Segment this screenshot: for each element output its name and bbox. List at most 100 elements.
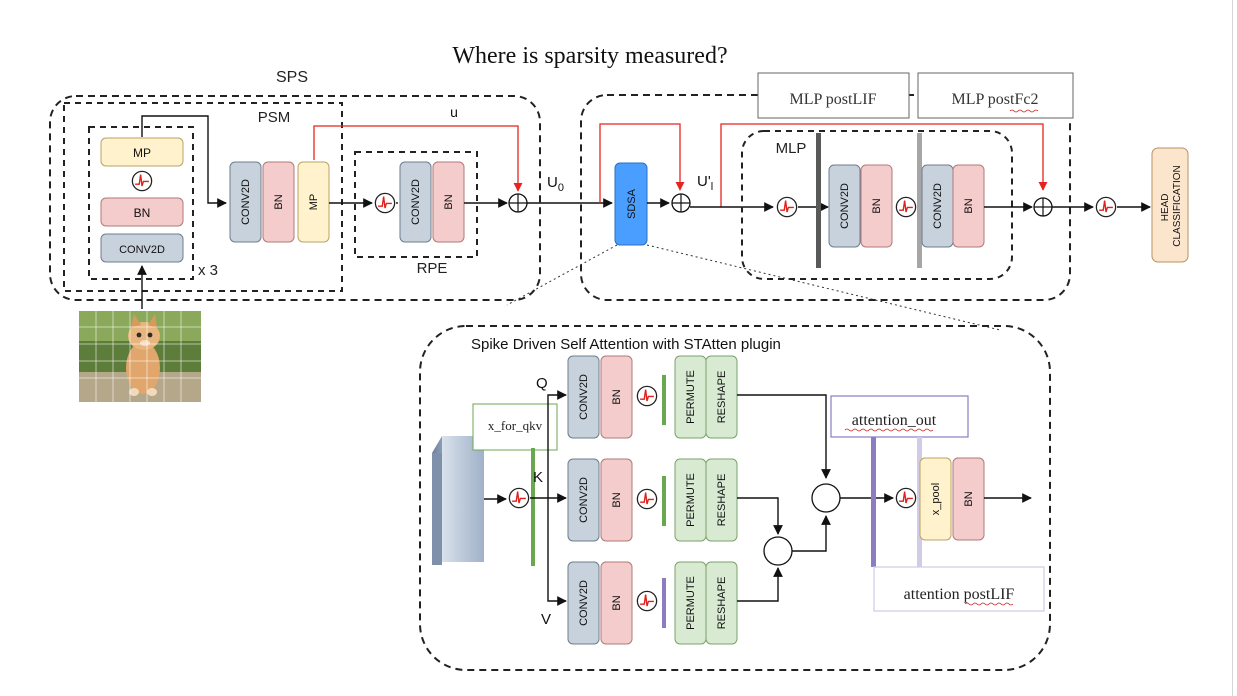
psm-mp-block <box>297 161 330 243</box>
head-lif-icon <box>1095 196 1117 218</box>
q-label: Q <box>536 375 548 392</box>
v-reshape-label: RESHAPE <box>716 577 728 630</box>
rpe-bn-label: BN <box>443 194 455 209</box>
mlp-postfc2-marker <box>917 133 922 268</box>
rpe-label: RPE <box>417 260 448 277</box>
psm-conv-block <box>229 161 262 243</box>
v-label: V <box>541 611 551 628</box>
k-permute-label: PERMUTE <box>685 473 697 527</box>
rpe-bn-block <box>432 161 465 243</box>
mlp-lif-icon-2 <box>895 196 917 218</box>
v-purple-marker <box>662 578 666 628</box>
mlp-bn2-label: BN <box>963 198 975 213</box>
qkv-lif-icon <box>508 487 530 509</box>
mlp-postlif-marker <box>816 133 821 268</box>
q-reshape-label: RESHAPE <box>716 371 728 424</box>
k-green-marker <box>662 476 666 526</box>
mlp-postlif-label: MLP postLIF <box>790 91 877 108</box>
mlp-bn2-block <box>952 164 985 248</box>
sdsa-detail-box <box>419 325 1051 671</box>
q-conv-label: CONV2D <box>578 374 590 420</box>
v-permute-label: PERMUTE <box>685 576 697 630</box>
attention-postlif-label: attention postLIF <box>904 586 1015 603</box>
x-pool-label: x_pool <box>930 483 942 515</box>
x-pool-block <box>919 457 952 541</box>
psm-conv-label: CONV2D <box>240 179 252 225</box>
mlp-postfc2-box <box>917 72 1074 119</box>
mlp-box <box>741 130 1013 280</box>
inner-bn-block <box>100 197 184 227</box>
psm-bn-block <box>262 161 295 243</box>
mlp-bn1-label: BN <box>871 198 883 213</box>
psm-repeat-box <box>88 126 194 280</box>
encoder-add-node-2 <box>1033 197 1053 217</box>
input-tensor <box>432 436 484 565</box>
mlp-conv2-label: CONV2D <box>932 183 944 229</box>
psm-label: PSM <box>258 109 291 126</box>
v-conv-label: CONV2D <box>578 580 590 626</box>
inner-mp-block <box>100 137 184 167</box>
k-reshape-block <box>705 458 738 542</box>
k-conv-block <box>567 458 600 542</box>
head-label: HEAD CLASSIFICATION <box>1160 165 1183 247</box>
inner-bn-label: BN <box>134 206 151 220</box>
v-lif-icon <box>636 590 658 612</box>
mlp-lif-icon-1 <box>776 196 798 218</box>
input-image <box>79 311 201 402</box>
k-conv-label: CONV2D <box>578 477 590 523</box>
q-reshape-block <box>705 355 738 439</box>
encoder-add-node-1 <box>671 193 691 213</box>
sps-add-node <box>508 193 528 213</box>
k-bn-label: BN <box>611 492 623 507</box>
sdsa-block <box>614 162 648 246</box>
attention-postlif-box <box>873 566 1045 612</box>
v-bn-label: BN <box>611 595 623 610</box>
psm-box <box>63 102 343 292</box>
attention-out-box <box>830 395 969 438</box>
v-reshape-block <box>705 561 738 645</box>
inner-conv-block <box>100 233 184 263</box>
sdsa-detail-title: Spike Driven Self Attention with STAtten… <box>471 336 781 353</box>
head-block <box>1151 147 1189 263</box>
attn-lif-icon <box>895 487 917 509</box>
v-bn-block <box>600 561 633 645</box>
psm-bn-label: BN <box>273 194 285 209</box>
rpe-conv-block <box>399 161 432 243</box>
qkv-product-node <box>811 483 841 513</box>
q-bn-block <box>600 355 633 439</box>
ul-label: U'l <box>697 173 713 193</box>
v-conv-block <box>567 561 600 645</box>
sdsa-label: SDSA <box>626 188 638 219</box>
k-reshape-label: RESHAPE <box>716 474 728 527</box>
inner-lif-icon <box>131 170 153 192</box>
rpe-box <box>354 151 478 258</box>
u-label: u <box>450 104 458 120</box>
k-label: K <box>533 469 543 486</box>
attn-bn-label: BN <box>963 491 975 506</box>
attention-out-label: attention_out <box>852 412 937 429</box>
q-green-marker <box>662 375 666 425</box>
mlp-conv1-block <box>828 164 861 248</box>
encoder-box <box>580 94 1071 301</box>
q-bn-label: BN <box>611 389 623 404</box>
kv-product-node <box>763 536 793 566</box>
attention-out-marker <box>871 437 876 567</box>
sps-label: SPS <box>276 69 308 86</box>
x-for-qkv-box <box>472 403 558 451</box>
rpe-conv-label: CONV2D <box>410 179 422 225</box>
x-for-qkv-marker <box>531 448 535 566</box>
mlp-bn1-block <box>860 164 893 248</box>
q-lif-icon <box>636 385 658 407</box>
repeat-label: x 3 <box>198 262 218 279</box>
inner-mp-label: MP <box>133 146 151 160</box>
rpe-lif-icon <box>374 192 396 214</box>
mlp-conv1-label: CONV2D <box>839 183 851 229</box>
q-permute-label: PERMUTE <box>685 370 697 424</box>
mlp-postlif-box <box>757 72 910 119</box>
k-bn-block <box>600 458 633 542</box>
x-for-qkv-label: x_for_qkv <box>488 418 543 433</box>
psm-mp-label: MP <box>308 194 320 211</box>
attn-bn-block <box>952 457 985 541</box>
k-lif-icon <box>636 488 658 510</box>
